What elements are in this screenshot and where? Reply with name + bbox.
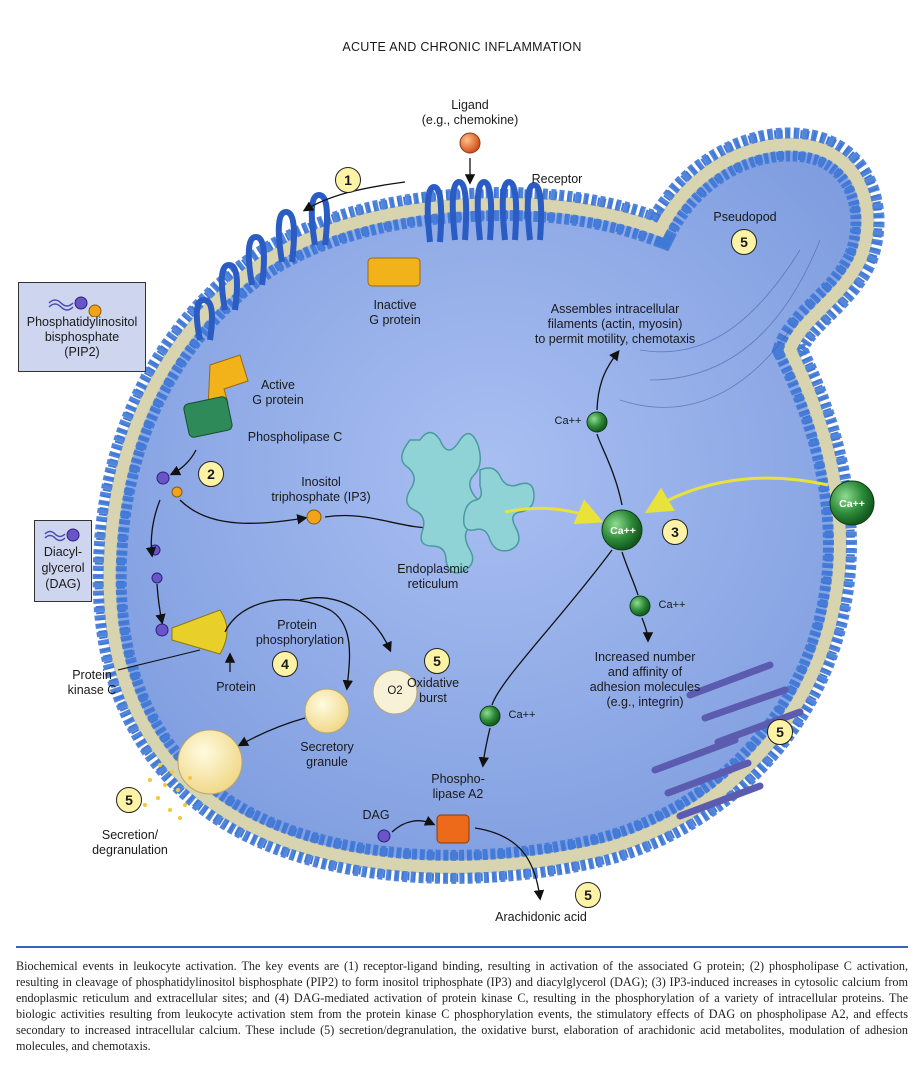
ca-label-extracellular: Ca++ <box>839 498 865 510</box>
protein-phos-label-1: Protein <box>277 618 317 632</box>
oxidative-label-2: burst <box>419 691 447 705</box>
endoplasmic-reticulum <box>401 431 535 574</box>
step-5-badge-adhesion: 5 <box>767 719 793 745</box>
ligand-molecule <box>459 132 481 154</box>
phospholipase-a2-label-2: lipase A2 <box>432 787 484 801</box>
dag-legend-label-2: glycerol <box>41 561 85 575</box>
protein-kinase-c-shape <box>171 609 228 655</box>
dag-legend-label-1: Diacyl- <box>43 545 83 559</box>
caption-rule <box>16 946 908 948</box>
er-label-1: Endoplasmic <box>397 562 469 576</box>
adhesion-label-2: and affinity of <box>607 665 683 679</box>
protein-phos-label-2: phosphorylation <box>255 633 345 647</box>
ip3-label-2: triphosphate (IP3) <box>271 490 371 504</box>
oxidative-label-1: Oxidative <box>406 676 460 690</box>
er-label-2: reticulum <box>407 577 459 591</box>
adhesion-label-1: Increased number <box>594 650 696 664</box>
calcium-ion-upper <box>586 411 608 433</box>
pkc-label-1: Protein <box>72 668 112 682</box>
ip3-molecule <box>306 509 322 525</box>
integrin-molecules <box>651 661 804 820</box>
assembles-label-1: Assembles intracellular <box>550 302 680 316</box>
dag-legend: Diacyl- glycerol (DAG) <box>34 520 92 602</box>
receptor <box>193 178 545 341</box>
figure-caption: Biochemical events in leukocyte activati… <box>16 959 908 1053</box>
pip2-icon <box>48 296 102 317</box>
fusing-granule <box>177 729 243 795</box>
phospholipase-c-shape <box>183 396 233 438</box>
cell-illustration <box>92 127 885 901</box>
step-3-badge: 3 <box>662 519 688 545</box>
secretion-dots <box>143 763 192 820</box>
step-1-badge: 1 <box>335 167 361 193</box>
arachidonic-label: Arachidonic acid <box>495 910 587 924</box>
pip2-label-1: Phosphatidylinositol <box>26 315 138 329</box>
ligand-label: Ligand <box>451 98 489 112</box>
inactive-g-label-2: G protein <box>369 313 421 327</box>
ligand-example-label: (e.g., chemokine) <box>421 113 519 127</box>
step-2-badge: 2 <box>198 461 224 487</box>
cytoskeleton-filaments <box>619 239 821 408</box>
ca-label-upper: Ca++ <box>554 415 582 427</box>
step-5-badge-arachidonic: 5 <box>575 882 601 908</box>
phospholipase-c-label: Phospholipase C <box>247 430 343 444</box>
active-g-label-2: G protein <box>252 393 304 407</box>
dag-label: DAG <box>362 808 390 822</box>
ca-label-central: Ca++ <box>610 525 636 537</box>
step-5-badge-oxidative: 5 <box>424 648 450 674</box>
calcium-ion-extracellular <box>829 480 875 526</box>
step-4-badge: 4 <box>272 651 298 677</box>
ca-label-right: Ca++ <box>658 599 686 611</box>
step-5-badge-secretion: 5 <box>116 787 142 813</box>
calcium-ion-right <box>629 595 651 617</box>
inactive-g-label-1: Inactive <box>373 298 417 312</box>
pip2-label-3: (PIP2) <box>64 345 100 359</box>
secretion-label-1: Secretion/ <box>101 828 159 842</box>
superoxide-label: O2 <box>387 685 403 697</box>
calcium-ion-lower <box>479 705 501 727</box>
adhesion-label-4: (e.g., integrin) <box>606 695 684 709</box>
active-g-label-1: Active <box>260 378 296 392</box>
pip2-label-2: bisphosphate <box>44 330 120 344</box>
adhesion-label-3: adhesion molecules <box>589 680 701 694</box>
inactive-g-protein <box>367 257 421 287</box>
secretory-label-2: granule <box>306 755 348 769</box>
receptor-label: Receptor <box>531 172 583 186</box>
assembles-label-3: to permit motility, chemotaxis <box>534 332 696 346</box>
calcium-ion-central <box>601 509 643 551</box>
ip3-label-1: Inositol <box>301 475 341 489</box>
protein-label: Protein <box>216 680 256 694</box>
dag-legend-label-3: (DAG) <box>45 577 81 591</box>
assembles-label-2: filaments (actin, myosin) <box>547 317 683 331</box>
superoxide-circle <box>372 669 418 715</box>
pseudopod-label: Pseudopod <box>713 210 777 224</box>
phospholipase-a2-shape <box>436 814 470 844</box>
pkc-label-2: kinase C <box>67 683 117 697</box>
phospholipase-a2-label-1: Phospho- <box>431 772 485 786</box>
dag-icon <box>44 528 80 542</box>
pip2-legend: Phosphatidylinositol bisphosphate (PIP2) <box>18 282 146 372</box>
ca-label-lower: Ca++ <box>508 709 536 721</box>
secretory-granule <box>304 688 350 734</box>
secretory-label-1: Secretory <box>300 740 354 754</box>
step-5-badge-pseudopod: 5 <box>731 229 757 255</box>
page-header: ACUTE AND CHRONIC INFLAMMATION <box>342 40 582 54</box>
secretion-label-2: degranulation <box>92 843 168 857</box>
